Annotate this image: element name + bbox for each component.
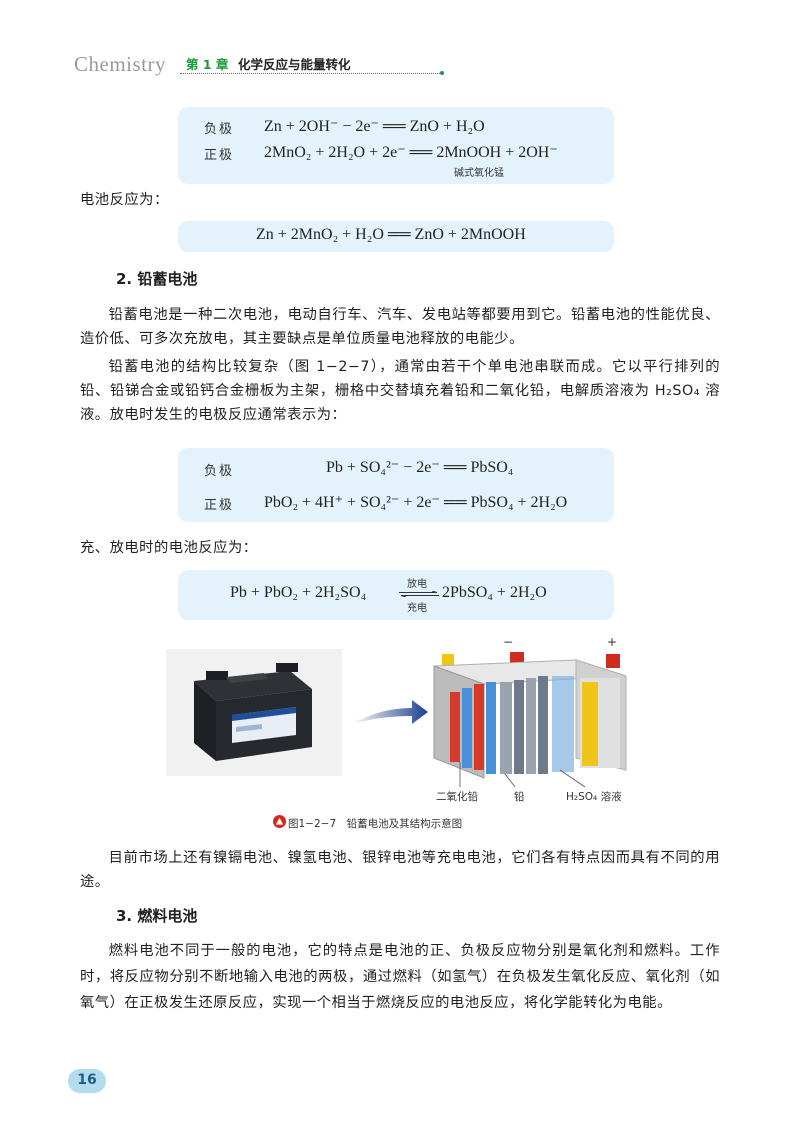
lead-negative-label: 负极 [204, 464, 235, 479]
chapter-number: 第 1 章 [186, 57, 229, 72]
page-number: 16 [77, 1072, 97, 1088]
minus-terminal-label: − [503, 635, 513, 649]
header-divider [180, 73, 442, 74]
overall-equation-left: Pb + PbO₂ + 2H₂SO₄ [230, 584, 367, 601]
discharge-label: 放电 [407, 579, 427, 590]
page-header: Chemistry 第 1 章 化学反应与能量转化 [74, 50, 444, 76]
header-dot [440, 71, 444, 75]
label-lead-dioxide: 二氧化铅 [436, 791, 478, 803]
mnooh-annotation: 碱式氧化锰 [454, 168, 504, 179]
chapter-title: 化学反应与能量转化 [238, 57, 351, 72]
lead-positive-equation: PbO₂ + 4H⁺ + SO₄²⁻ + 2e⁻ ══ PbSO₄ + 2H₂O [264, 494, 568, 511]
cell-reaction-label: 电池反应为： [80, 192, 169, 208]
lead-equation-box: 负极 Pb + SO₄²⁻ − 2e⁻ ══ PbSO₄ 正极 PbO₂ + 4… [178, 448, 614, 522]
overall-equation-right: 2PbSO₄ + 2H₂O [442, 584, 547, 601]
alkaline-equation-box: 负极 Zn + 2OH⁻ − 2e⁻ ══ ZnO + H₂O 正极 2MnO₂… [178, 107, 614, 184]
positive-electrode-equation: 2MnO₂ + 2H₂O + 2e⁻ ══ 2MnOOH + 2OH⁻ [264, 144, 558, 161]
battery-structure-diagram: − + 二氧化铅 铅 H₂SO₄ 溶液 [420, 632, 650, 807]
charge-label: 充电 [407, 603, 427, 614]
figure-caption: 图1−2−7 铅蓄电池及其结构示意图 [288, 818, 463, 830]
brand-title: Chemistry [74, 52, 166, 76]
cell-reaction-equation: Zn + 2MnO₂ + H₂O ══ ZnO + 2MnOOH [256, 226, 526, 243]
section-title-fuel-cell: 3. 燃料电池 [116, 907, 198, 925]
negative-electrode-label: 负极 [204, 122, 235, 137]
page-number-badge: 16 [68, 1069, 106, 1093]
reversible-arrow-icon [399, 591, 439, 597]
lead-battery-paragraph-2: 铅蓄电池的结构比较复杂（图 1−2−7），通常由若干个单电池串联而成。它以平行排… [80, 359, 720, 423]
section-title-lead-battery: 2. 铅蓄电池 [116, 270, 198, 288]
figure-marker-icon [273, 815, 286, 828]
lead-negative-equation: Pb + SO₄²⁻ − 2e⁻ ══ PbSO₄ [326, 459, 514, 476]
label-sulfuric-acid: H₂SO₄ 溶液 [566, 791, 622, 803]
charge-discharge-label: 充、放电时的电池反应为： [80, 540, 258, 556]
label-lead: 铅 [514, 791, 525, 803]
negative-electrode-equation: Zn + 2OH⁻ − 2e⁻ ══ ZnO + H₂O [264, 118, 485, 135]
overall-equation-box: Pb + PbO₂ + 2H₂SO₄ 放电 充电 2PbSO₄ + 2H₂O [178, 570, 614, 620]
fuel-cell-paragraph: 燃料电池不同于一般的电池，它的特点是电池的正、负极反应物分别是氧化剂和燃料。工作… [80, 943, 720, 1011]
lead-positive-label: 正极 [204, 498, 235, 513]
right-arrow-icon [352, 700, 428, 724]
plus-terminal-label: + [607, 635, 617, 649]
cell-reaction-box: Zn + 2MnO₂ + H₂O ══ ZnO + 2MnOOH [178, 221, 614, 252]
lead-battery-paragraph-1: 铅蓄电池是一种二次电池，电动自行车、汽车、发电站等都要用到它。铅蓄电池的性能优良… [80, 307, 720, 347]
car-battery-photo [166, 649, 342, 776]
market-batteries-paragraph: 目前市场上还有镍镉电池、镍氢电池、银锌电池等充电电池，它们各有特点因而具有不同的… [80, 850, 720, 890]
positive-electrode-label: 正极 [204, 148, 235, 163]
